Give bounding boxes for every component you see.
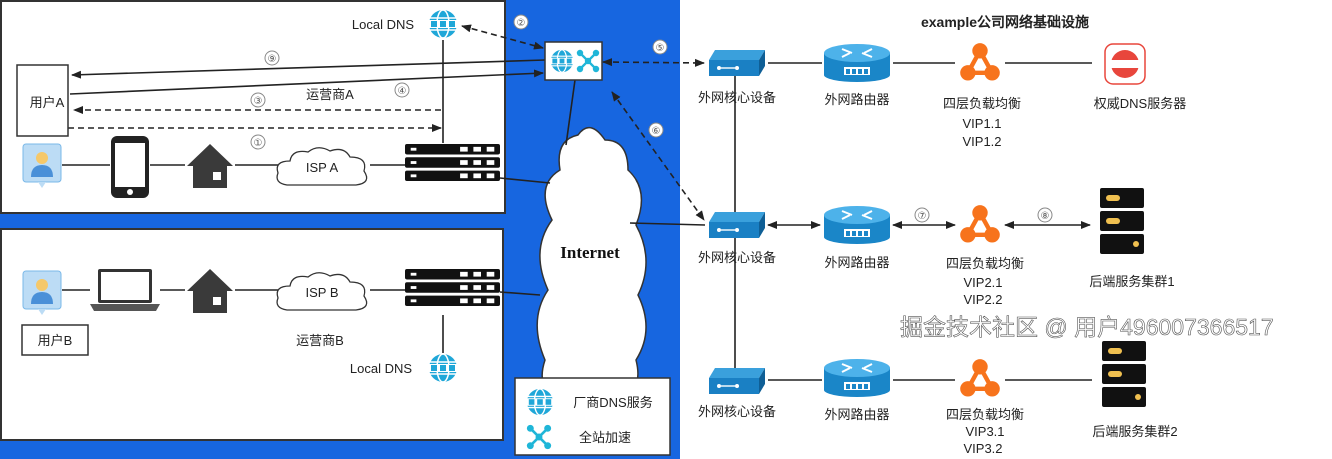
vip-2-2: VIP2.2 bbox=[963, 292, 1002, 307]
local-dns-b-label: Local DNS bbox=[350, 361, 412, 376]
user-a-icon bbox=[22, 143, 62, 189]
core-1-label: 外网核心设备 bbox=[698, 90, 776, 105]
dns-query-links bbox=[68, 24, 705, 221]
isp-a-server-icon bbox=[405, 144, 500, 182]
lb-3-label: 四层负载均衡 bbox=[946, 407, 1024, 422]
step-1: ① bbox=[254, 138, 263, 149]
user-b-box bbox=[21, 324, 89, 356]
user-a-box bbox=[16, 64, 69, 137]
legend-label-dns: 厂商DNS服务 bbox=[573, 395, 652, 410]
carrier-b-label: 运营商B bbox=[296, 333, 344, 348]
step-8: ⑧ bbox=[1041, 211, 1050, 222]
vip-3-1: VIP3.1 bbox=[965, 424, 1004, 439]
core-switch-1-icon bbox=[709, 50, 765, 76]
backend-cluster-2-icon bbox=[1102, 341, 1146, 407]
step-6: ⑥ bbox=[652, 126, 661, 137]
lb-1-label: 四层负载均衡 bbox=[943, 96, 1021, 111]
isp-b-label: ISP B bbox=[305, 285, 338, 300]
backend-1-label: 后端服务集群1 bbox=[1089, 274, 1174, 289]
backend-2-label: 后端服务集群2 bbox=[1092, 424, 1177, 439]
internet-label: Internet bbox=[560, 243, 620, 262]
router-2-label: 外网路由器 bbox=[824, 255, 889, 270]
backend-cluster-1-icon bbox=[1100, 188, 1144, 254]
core-3-label: 外网核心设备 bbox=[698, 404, 776, 419]
user-a-label: 用户A bbox=[30, 95, 65, 110]
lb-2-label: 四层负载均衡 bbox=[946, 256, 1024, 271]
vip-1-1: VIP1.1 bbox=[962, 116, 1001, 131]
vip-1-2: VIP1.2 bbox=[962, 134, 1001, 149]
isp-a-label: ISP A bbox=[306, 160, 339, 175]
user-b-label: 用户B bbox=[38, 333, 73, 348]
step-5: ⑤ bbox=[656, 43, 665, 54]
user-b-icon bbox=[22, 270, 62, 316]
step-9: ⑨ bbox=[268, 54, 277, 65]
router-1-icon bbox=[823, 43, 891, 83]
isp-b-server-icon bbox=[405, 269, 500, 307]
auth-dns-label: 权威DNS服务器 bbox=[1094, 96, 1186, 111]
router-1-label: 外网路由器 bbox=[824, 92, 889, 107]
step-4: ④ bbox=[398, 86, 407, 97]
company-title: example公司网络基础设施 bbox=[921, 14, 1089, 30]
watermark: 掘金技术社区 @ 用户496007366517 bbox=[900, 314, 1274, 340]
router-2-icon bbox=[823, 205, 891, 245]
company-panel bbox=[680, 0, 1332, 459]
router-3-icon bbox=[823, 358, 891, 398]
carrier-a-label: 运营商A bbox=[306, 87, 354, 102]
core-switch-3-icon bbox=[709, 368, 765, 394]
local-dns-a-label: Local DNS bbox=[352, 17, 414, 32]
phone-icon bbox=[111, 136, 149, 198]
step-2: ② bbox=[517, 18, 526, 29]
router-3-label: 外网路由器 bbox=[824, 407, 889, 422]
step-3: ③ bbox=[254, 96, 263, 107]
vip-3-2: VIP3.2 bbox=[963, 441, 1002, 456]
step-markers bbox=[250, 14, 1053, 223]
step-7: ⑦ bbox=[918, 211, 927, 222]
isp-a-region bbox=[0, 0, 506, 214]
core-switch-2-icon bbox=[709, 212, 765, 238]
authoritative-dns-icon bbox=[1104, 43, 1146, 85]
laptop-icon bbox=[90, 269, 160, 311]
core-2-label: 外网核心设备 bbox=[698, 250, 776, 265]
vip-2-1: VIP2.1 bbox=[963, 275, 1002, 290]
legend-label-cdn: 全站加速 bbox=[579, 430, 631, 445]
